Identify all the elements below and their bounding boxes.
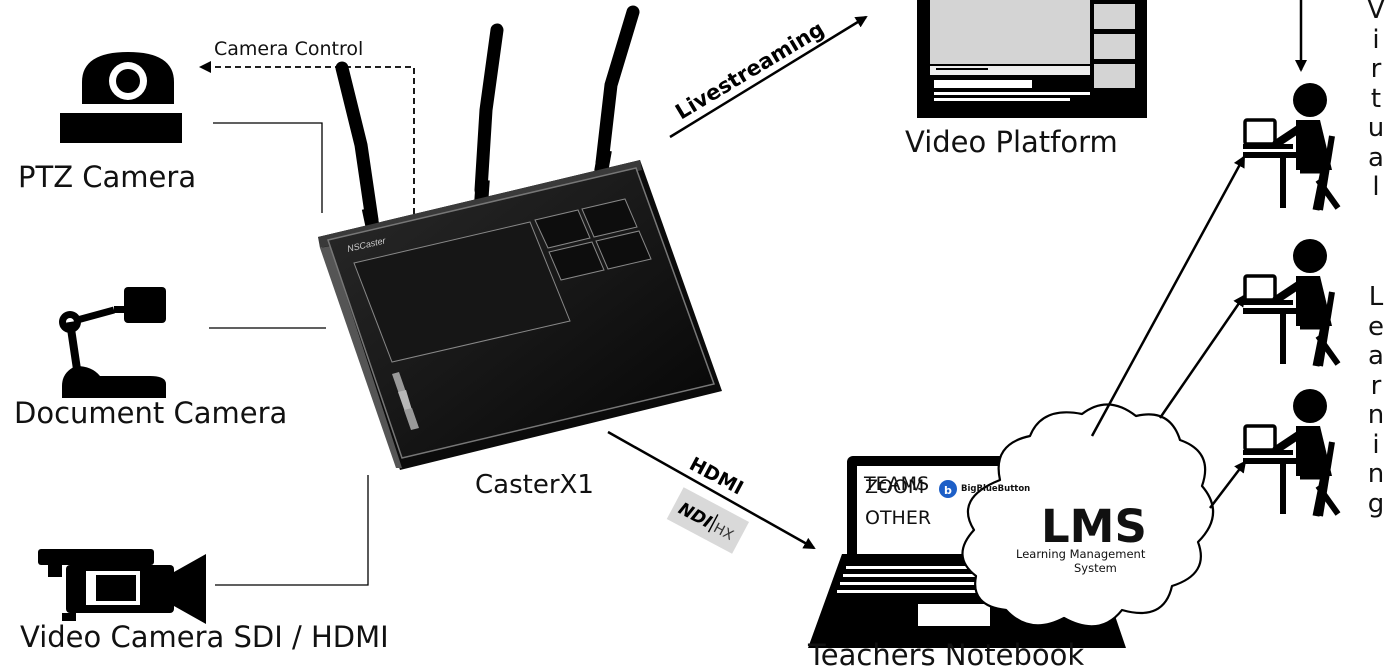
teachers-notebook-label: Teachers Notebook [808, 638, 1085, 672]
livestreaming-label: Livestreaming [671, 17, 828, 125]
document-camera-label: Document Camera [14, 396, 288, 430]
livestreaming-arrow [669, 15, 868, 139]
vertical-letter: n [1367, 400, 1385, 430]
vertical-word-learning: L e a r n i n g [1361, 282, 1391, 519]
casterx1-device: NSCaster [318, 160, 722, 470]
camera-control-arrow [199, 61, 415, 234]
student-icon-2 [1243, 239, 1341, 367]
app-zoom-label: ZOOM [865, 476, 925, 498]
student-arrows [1090, 0, 1307, 509]
ptz-link-line [213, 122, 323, 213]
hdmi-arrow [607, 430, 816, 550]
bigbluebutton-logo-icon: b [939, 480, 957, 498]
camera-control-label: Camera Control [214, 38, 364, 60]
arrow-to-student-2 [1158, 294, 1246, 419]
lms-cloud [961, 403, 1215, 628]
document-camera-icon [59, 287, 166, 398]
vertical-letter: i [1372, 24, 1380, 55]
arrow-to-student-3 [1209, 460, 1247, 509]
lms-subtitle-line2: System [1074, 561, 1117, 575]
student-icon-3 [1243, 389, 1341, 517]
video-platform-monitor [917, 0, 1147, 118]
vertical-letter: u [1367, 113, 1385, 143]
svg-text:b: b [944, 484, 952, 497]
vertical-letter: e [1368, 311, 1384, 342]
ndi-hx-badge: NDI HX [666, 487, 750, 554]
arrow-to-student-1 [1090, 155, 1246, 437]
lms-title: LMS [1041, 500, 1147, 553]
casterx1-label: CasterX1 [475, 470, 594, 500]
vertical-letter: r [1370, 370, 1382, 401]
bigbluebutton-label: BigBlueButton [961, 484, 1031, 494]
lms-subtitle-line1: Learning Management [1016, 547, 1146, 561]
video-camera-label: Video Camera SDI / HDMI [20, 620, 389, 654]
app-teams-label: TEAMS [864, 473, 930, 495]
video-cam-link-line [215, 475, 369, 586]
ptz-camera-label: PTZ Camera [18, 160, 197, 194]
vertical-letter: t [1370, 83, 1382, 114]
connection-lines [209, 122, 369, 586]
vertical-letter: L [1368, 282, 1384, 312]
vertical-word-virtual: V i r t u a l [1361, 0, 1391, 203]
vertical-letter: a [1368, 341, 1384, 371]
student-icon-1 [1243, 83, 1341, 211]
vertical-letter: V [1367, 0, 1385, 25]
video-platform-label: Video Platform [905, 125, 1118, 159]
vertical-letter: n [1367, 459, 1385, 489]
app-other-label: OTHER [865, 507, 932, 529]
video-camera-icon [38, 549, 206, 624]
vertical-letter: g [1367, 488, 1385, 519]
vertical-letter: l [1372, 172, 1380, 202]
vertical-letter: a [1368, 142, 1384, 173]
ptz-camera-icon [60, 52, 184, 143]
vertical-letter: i [1372, 429, 1380, 460]
vertical-letter: r [1370, 54, 1382, 84]
antennas [335, 5, 640, 232]
